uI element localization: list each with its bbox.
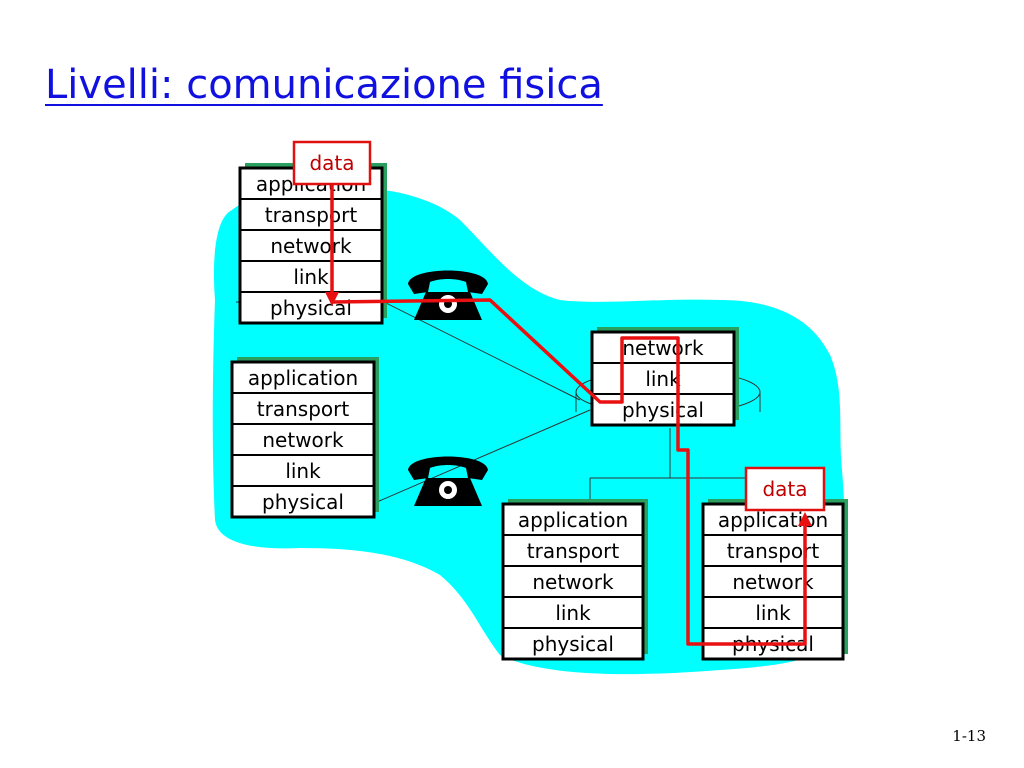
- svg-text:data: data: [762, 477, 807, 501]
- stack-frame: [238, 166, 384, 325]
- layer-transport: transport: [265, 203, 358, 227]
- data-flow-path: [325, 182, 812, 646]
- layer-network: network: [270, 234, 352, 258]
- layer-network: network: [622, 336, 704, 360]
- router-stack: network link physical: [590, 327, 739, 427]
- layer-link: link: [645, 367, 681, 391]
- layer-network: network: [262, 428, 344, 452]
- layer-transport: transport: [257, 397, 350, 421]
- layer-physical: physical: [532, 632, 614, 656]
- stack-frame: [230, 360, 376, 519]
- layer-application: application: [248, 366, 358, 390]
- layer-physical: physical: [262, 490, 344, 514]
- destination-data-label: data: [744, 466, 826, 512]
- svg-text:data: data: [309, 151, 354, 175]
- layer-application: application: [518, 508, 628, 532]
- slide-number: 1-13: [952, 727, 986, 745]
- stack-frame: [590, 330, 736, 427]
- telephone-icon: [408, 456, 488, 506]
- layer-link: link: [755, 601, 791, 625]
- slide-title: Livelli: comunicazione fisica: [45, 62, 603, 108]
- layer-network: network: [532, 570, 614, 594]
- stack-frame: [501, 502, 645, 661]
- layer-link: link: [285, 459, 321, 483]
- layer-link: link: [555, 601, 591, 625]
- host-stack-mid-left: application transport network link physical: [230, 357, 379, 519]
- layer-link: link: [293, 265, 329, 289]
- host-stack-bottom-center: application transport network link physical: [501, 499, 648, 661]
- source-data-label: data: [292, 140, 372, 186]
- layer-physical: physical: [270, 296, 352, 320]
- layer-application: application: [718, 508, 828, 532]
- layer-physical: physical: [622, 398, 704, 422]
- layer-transport: transport: [527, 539, 620, 563]
- layer-network: network: [732, 570, 814, 594]
